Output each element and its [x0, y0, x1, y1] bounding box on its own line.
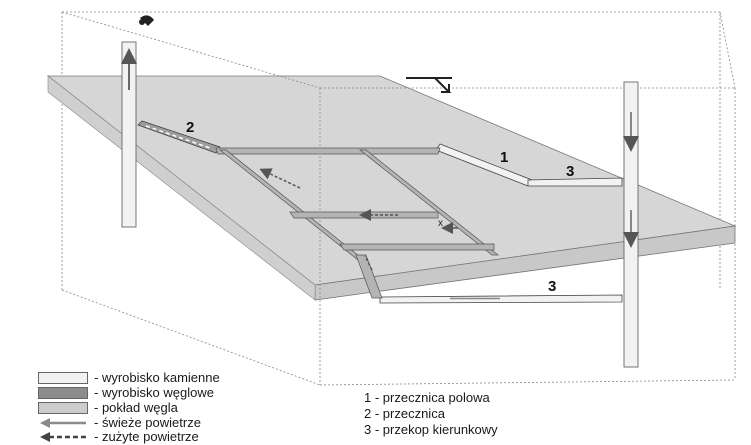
legend-label: - wyrobisko kamienne: [94, 370, 220, 385]
used-air-arrow-icon: [40, 432, 86, 442]
key-item-2: 2 - przecznica: [364, 406, 445, 421]
coal-seam-swatch: [38, 402, 88, 414]
key-item-3: 3 - przekop kierunkowy: [364, 422, 498, 437]
label-2: 2: [186, 119, 194, 136]
x-mark: x: [438, 218, 443, 229]
left-shaft: [121, 41, 137, 228]
label-1: 1: [500, 149, 508, 166]
legend-label: - świeże powietrze: [94, 415, 201, 430]
legend-label: - pokład węgla: [94, 400, 178, 415]
stone-working-swatch: [38, 372, 88, 384]
key-item-1: 1 - przecznica polowa: [364, 390, 490, 405]
right-shaft: [623, 81, 639, 368]
legend-used-air: - zużyte powietrze: [38, 430, 199, 444]
fresh-air-arrow-icon: [40, 418, 86, 428]
label-3-bottom: 3: [548, 278, 556, 295]
stone-workings: [137, 120, 623, 304]
coal-working-swatch: [38, 387, 88, 399]
air-flow-arrows: [259, 168, 458, 271]
legend-fresh-air: - świeże powietrze: [38, 416, 201, 430]
legend-label: - wyrobisko węglowe: [94, 385, 214, 400]
dip-symbol: [406, 77, 452, 93]
legend-coal-seam: - pokład węgla: [38, 401, 178, 415]
coal-workings: [215, 147, 500, 299]
legend-coal-working: - wyrobisko węglowe: [38, 386, 214, 400]
legend-label: - zużyte powietrze: [94, 429, 199, 444]
legend-stone-working: - wyrobisko kamienne: [38, 371, 220, 385]
fan-icon: [139, 15, 154, 26]
box-front-edges: [61, 11, 736, 386]
label-3-top: 3: [566, 163, 574, 180]
coal-seam-left-edge: [47, 75, 316, 301]
